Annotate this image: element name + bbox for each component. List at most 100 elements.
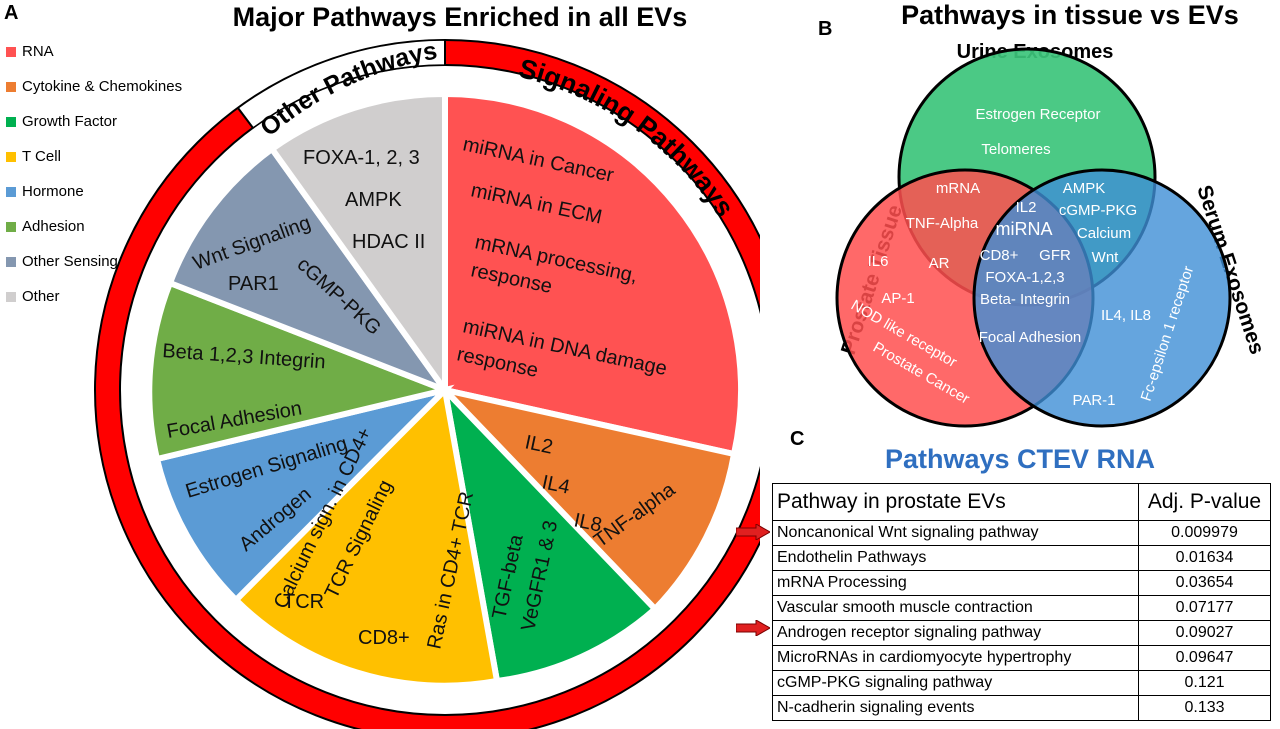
legend-swatch [6, 151, 16, 162]
panel-c-title: Pathways CTEV RNA [884, 444, 1156, 474]
legend-label: Adhesion [22, 218, 85, 235]
legend-item-hormone: Hormone [6, 174, 182, 209]
legend-label: Cytokine & Chemokines [22, 78, 183, 95]
legend-swatch [6, 186, 16, 197]
legend-swatch [6, 291, 16, 302]
sector-item: FOXA-1, 2, 3 [303, 147, 420, 169]
legend-item-cytokine: Cytokine & Chemokines [6, 69, 182, 104]
legend-label: T Cell [22, 148, 61, 165]
legend-swatch [6, 256, 16, 267]
legend-item-t-cell: T Cell [6, 139, 182, 174]
legend-item-rna: RNA [6, 34, 182, 69]
legend-label: Hormone [22, 183, 84, 200]
pvalue-cell: 0.01634 [1138, 545, 1271, 571]
legend-swatch [6, 221, 16, 232]
venn-item: IL4, IL8 [1101, 307, 1151, 324]
legend: RNA Cytokine & Chemokines Growth Factor … [6, 34, 182, 314]
venn-item: miRNA [996, 219, 1053, 239]
red-arrow-icon [736, 524, 770, 540]
venn-item: CD8+ [980, 247, 1019, 264]
sector-cytokine [435, 384, 738, 614]
venn-item: IL6 [868, 253, 889, 270]
pathway-cell: Noncanonical Wnt signaling pathway [772, 520, 1139, 546]
legend-label: Other Sensing [22, 253, 118, 270]
sector-item: TCR [283, 591, 324, 613]
sector-item: CD8+ [358, 627, 410, 649]
venn-diagram: Urine Exosomes Prostate Tissue Serum Exo… [835, 41, 1269, 428]
venn-item: GFR [1039, 247, 1071, 264]
pathway-cell: Endothelin Pathways [772, 545, 1139, 571]
panel-b-letter: B [818, 18, 833, 40]
sector-rna [442, 90, 744, 458]
sector-other [267, 90, 448, 400]
table-header-row: Pathway in prostate EVs Adj. P-value [772, 483, 1271, 521]
venn-item: PAR-1 [1072, 392, 1115, 409]
pvalue-cell: 0.009979 [1138, 520, 1271, 546]
venn-item: IL2 [1016, 199, 1037, 216]
legend-label: Other [22, 288, 60, 305]
pvalue-cell: 0.03654 [1138, 570, 1271, 596]
venn-item: Beta- Integrin [980, 291, 1070, 308]
venn-item: FOXA-1,2,3 [985, 269, 1064, 286]
pvalue-cell: 0.09027 [1138, 620, 1271, 646]
legend-item-growth-factor: Growth Factor [6, 104, 182, 139]
pathway-pie-diagram: Other Pathways Signaling Pathways miRNA … [94, 37, 760, 729]
sector-adhesion [146, 279, 456, 463]
pathway-cell: N-cadherin signaling events [772, 695, 1139, 721]
column-header-pvalue: Adj. P-value [1138, 483, 1271, 521]
sector-growth-factor [440, 380, 660, 685]
panel-a-title: Major Pathways Enriched in all EVs [232, 2, 688, 32]
pvalue-cell: 0.09647 [1138, 645, 1271, 671]
ring-divider [237, 107, 254, 129]
sector-t-cell [231, 383, 501, 689]
other-labels: FOXA-1, 2, 3 AMPK HDAC II [303, 147, 425, 253]
venn-item: cGMP-PKG [1059, 202, 1137, 219]
venn-item: mRNA [936, 180, 980, 197]
sector-item: HDAC II [352, 231, 425, 253]
panel-c-letter: C [790, 428, 805, 450]
pathway-cell: Vascular smooth muscle contraction [772, 595, 1139, 621]
panel-a-letter: A [4, 2, 19, 24]
pvalue-cell: 0.07177 [1138, 595, 1271, 621]
panel-b-title: Pathways in tissue vs EVs [901, 0, 1239, 30]
legend-label: RNA [22, 43, 54, 60]
legend-swatch [6, 81, 16, 92]
sector-item: PAR1 [228, 273, 279, 295]
legend-swatch [6, 46, 16, 57]
sectors [146, 90, 744, 689]
pathway-cell: MicroRNAs in cardiomyocyte hypertrophy [772, 645, 1139, 671]
pathway-cell: cGMP-PKG signaling pathway [772, 670, 1139, 696]
pvalue-cell: 0.133 [1138, 695, 1271, 721]
pvalue-cell: 0.121 [1138, 670, 1271, 696]
venn-item: AP-1 [881, 290, 914, 307]
legend-item-other-sensing: Other Sensing [6, 244, 182, 279]
pathway-cell: mRNA Processing [772, 570, 1139, 596]
venn-item: TNF-Alpha [906, 215, 979, 232]
venn-item: Calcium [1077, 225, 1131, 242]
venn-item: AMPK [1063, 180, 1106, 197]
venn-item: AR [929, 255, 950, 272]
pathway-cell: Androgen receptor signaling pathway [772, 620, 1139, 646]
venn-item: Wnt [1092, 249, 1120, 266]
column-header-pathway: Pathway in prostate EVs [772, 483, 1139, 521]
legend-item-other: Other [6, 279, 182, 314]
legend-item-adhesion: Adhesion [6, 209, 182, 244]
sector-item: AMPK [345, 189, 402, 211]
pathway-table: Pathway in prostate EVs Adj. P-value Non… [772, 483, 1271, 721]
legend-swatch [6, 116, 16, 127]
legend-label: Growth Factor [22, 113, 118, 130]
venn-item: Estrogen Receptor [975, 106, 1100, 123]
venn-circle-serum [972, 168, 1232, 428]
sector-other-sensing [166, 144, 454, 397]
red-arrow-icon [736, 620, 770, 636]
venn-item: Telomeres [981, 141, 1050, 158]
venn-item: Focal Adhesion [979, 329, 1082, 346]
